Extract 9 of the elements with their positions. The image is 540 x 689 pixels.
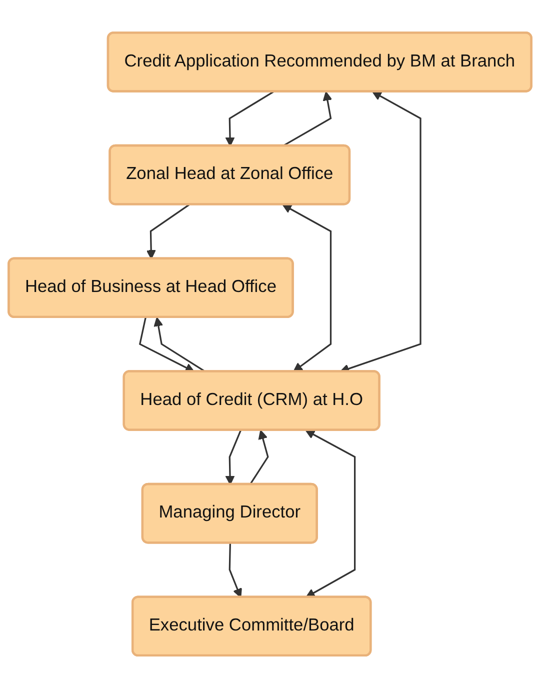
arrow [154, 317, 206, 373]
arrow [305, 430, 356, 598]
arrow [282, 204, 332, 372]
arrow [138, 318, 195, 373]
arrow [146, 204, 190, 260]
arrow [225, 430, 242, 486]
arrow [249, 430, 269, 486]
arrow [225, 92, 274, 147]
arrow [228, 544, 242, 598]
